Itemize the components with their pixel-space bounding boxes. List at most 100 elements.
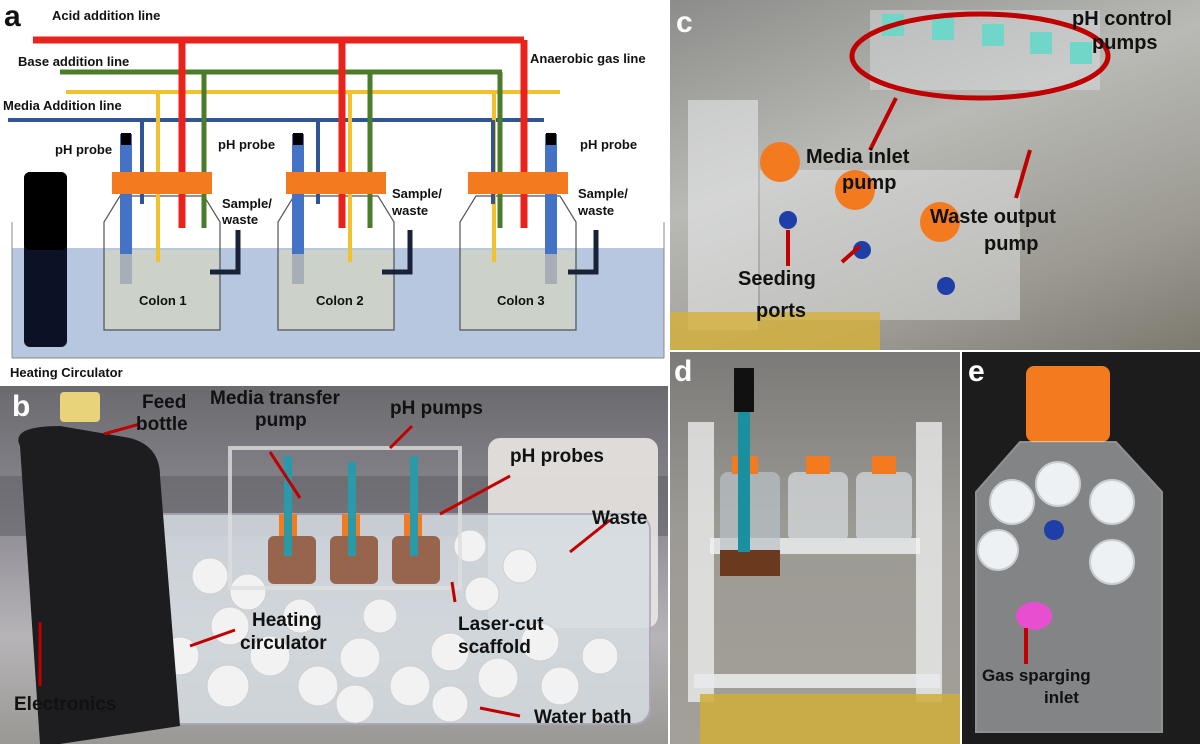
flask-1-contents [720, 550, 780, 576]
rack-center [760, 170, 1020, 320]
panel-b-drawing [0, 392, 668, 744]
panel-b-callouts [38, 422, 611, 718]
panel-e-letter: e [968, 355, 985, 388]
heating-circulator-top [24, 172, 67, 250]
seeding-port-2 [853, 241, 871, 259]
ph-control-label-1: pH control [1072, 8, 1172, 30]
panel-a-drawing [8, 36, 665, 359]
vessel-3-waste-tube [568, 230, 599, 275]
ph-control-label-2: pumps [1092, 32, 1158, 54]
panel-e-drawing [975, 366, 1163, 733]
sample-waste-label-2-line2: waste [392, 203, 429, 218]
vessel-1-cap [112, 172, 212, 194]
vessel-2-outline [277, 195, 395, 331]
laser-scaffold-label-1: Laser-cut [458, 614, 544, 635]
scaffold-right-rack [916, 422, 942, 702]
sample-waste-label-3-line2: waste [578, 203, 615, 218]
flask-2 [788, 472, 848, 542]
ph-probe-d-head [734, 368, 754, 412]
panel-d-drawing [688, 368, 960, 744]
vessel-1-waste-tube [210, 230, 241, 275]
probe-label-2: pH probe [218, 137, 276, 152]
scaffold-base [694, 674, 940, 688]
gas-line-label: Anaerobic gas line [530, 51, 646, 66]
vessel-label-1: Colon 1 [139, 293, 187, 308]
panel-a-letter: a [4, 0, 21, 33]
electronics-label: Electronics [14, 694, 117, 715]
media-pump-label-1: Media transfer [210, 388, 340, 409]
media-inlet-label-1: Media inlet [806, 146, 910, 168]
waste-output-label-2: pump [984, 233, 1039, 255]
vessel-1-probe-head [121, 133, 131, 145]
acid-line-label: Acid addition line [52, 8, 161, 23]
feed-bottle-label-1: Feed [142, 392, 187, 413]
vessel-3-liquid [461, 250, 575, 329]
vessel-2-probe [292, 134, 304, 284]
panel-b-photo [0, 386, 668, 744]
waste-label: Waste [592, 508, 648, 529]
ph-probe-d [738, 372, 750, 552]
media-line-label: Media Addition line [3, 98, 122, 113]
gas-sparging-label-1: Gas sparging [982, 666, 1091, 685]
water-bath-label: Water bath [534, 707, 632, 728]
vessel-3-probe-tip [545, 254, 557, 284]
gas-inlet-e [1016, 602, 1052, 630]
sample-waste-label-3-line1: Sample/ [578, 186, 628, 201]
panel-c-drawing [670, 10, 1111, 350]
vessel-3-outline [459, 195, 577, 331]
cap-3 [872, 456, 896, 474]
heater-label: Heating Circulator [10, 365, 123, 380]
vessel-label-2: Colon 2 [316, 293, 364, 308]
ph-pumps-label: pH pumps [390, 398, 483, 419]
probe-label-3: pH probe [580, 137, 638, 152]
panel-a-schematic [0, 0, 668, 384]
ruler-d [700, 694, 960, 744]
heating-circulator-label-1: Heating [252, 610, 322, 631]
base-line-label: Base addition line [18, 54, 130, 69]
seeding-port-e [1044, 520, 1064, 540]
panel-c-letter: c [676, 6, 693, 39]
panel-d-letter: d [674, 355, 693, 388]
vessel-3-cap [468, 172, 568, 194]
vessel-3-probe [545, 134, 557, 284]
flask-3 [856, 472, 912, 542]
seeding-ports-label-2: ports [756, 300, 806, 322]
sample-waste-label-1-line1: Sample/ [222, 196, 272, 211]
flask-cap-1 [760, 142, 800, 182]
ph-control-ellipse [849, 11, 1111, 101]
panel-b-letter: b [12, 390, 31, 423]
rack-left [688, 100, 758, 330]
vessel-2-cap [286, 172, 386, 194]
vessel-1-probe-tip [120, 254, 132, 284]
feed-bottle [60, 392, 100, 422]
panel-e-photo [962, 352, 1200, 744]
ph-probes-drawn [284, 456, 418, 556]
panel-c-callouts [786, 97, 1032, 266]
flask-cap-3 [920, 202, 960, 242]
gas-sparging-label-2: inlet [1044, 688, 1079, 707]
culture-flasks [268, 514, 440, 584]
sample-waste-label-1-line2: waste [222, 212, 259, 227]
panel-d-photo [670, 352, 960, 744]
ph-probes-label: pH probes [510, 446, 604, 467]
waste-output-label-1: Waste output [930, 206, 1056, 228]
floating-balls [160, 529, 619, 724]
vessel-label-3: Colon 3 [497, 293, 545, 308]
vessel-1-probe [120, 134, 132, 284]
probe-label-1: pH probe [55, 142, 113, 157]
flask-ports-e [977, 461, 1135, 585]
seeding-port-3 [937, 277, 955, 295]
seeding-port-1 [779, 211, 797, 229]
laser-scaffold-label-2: scaffold [458, 637, 531, 658]
vessel-3-probe-head [546, 133, 556, 145]
media-inlet-label-2: pump [842, 172, 897, 194]
panel-c-photo [670, 0, 1200, 350]
scaffold-frame [228, 446, 462, 590]
flask-cap-2 [835, 170, 875, 210]
scaffold-left-rack [688, 422, 714, 702]
cap-2 [806, 456, 830, 474]
ruler [670, 312, 880, 350]
media-pump-label-2: pump [255, 410, 307, 431]
vessel-2-probe-tip [292, 254, 304, 284]
feed-bottle-label-2: bottle [136, 414, 188, 435]
